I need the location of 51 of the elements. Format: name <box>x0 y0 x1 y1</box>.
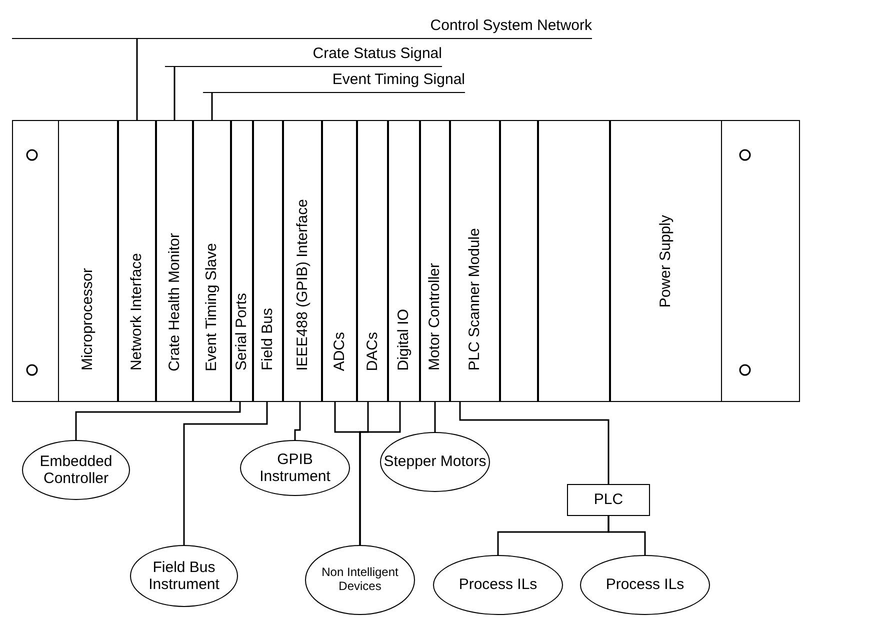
module-slot <box>58 121 118 401</box>
module-slot <box>192 121 230 401</box>
connector-line <box>294 402 301 440</box>
signal-name: Event Timing Signal <box>332 71 465 90</box>
module-label: Crate Health Monitor <box>166 232 182 371</box>
module-label: Field Bus <box>260 308 275 371</box>
signal-name: Crate Status Signal <box>312 45 442 64</box>
device-label: Process ILs <box>458 576 538 594</box>
device-label: Stepper Motors <box>384 453 486 471</box>
device-label: PLC <box>594 491 624 509</box>
module-slot <box>230 121 252 401</box>
connector-line <box>183 402 268 545</box>
connector-line <box>434 402 436 432</box>
module-label: ADCs <box>332 332 346 371</box>
module-slot <box>538 121 610 401</box>
connector-line <box>136 38 138 120</box>
module-label: Microprocessor <box>80 268 95 371</box>
device-label: Process ILs <box>606 576 684 594</box>
module-slot <box>388 121 420 401</box>
crate-frame <box>12 120 800 402</box>
module-label: Event Timing Slave <box>204 242 219 371</box>
module-slot <box>500 121 538 401</box>
module-label: Network Interface <box>129 253 144 371</box>
connector-line <box>211 92 213 120</box>
device-label: GPIB Instrument <box>258 450 332 486</box>
module-label: Digital IO <box>396 309 411 371</box>
connector-line <box>359 402 401 545</box>
device-box <box>567 484 650 516</box>
device-label: Non Intelligent Devices <box>320 566 400 594</box>
module-slot <box>610 121 722 401</box>
module-slot <box>450 121 500 401</box>
signal-name: Control System Network <box>430 17 592 36</box>
module-label: IEEE488 (GPIB) Interface <box>294 199 310 371</box>
module-slot <box>282 121 322 401</box>
device-label: Embedded Controller <box>38 452 114 488</box>
module-label: PLC Scanner Module <box>467 228 482 371</box>
module-slot <box>156 121 192 401</box>
module-label: Motor Controller <box>427 263 442 371</box>
device-label: Field Bus Instrument <box>148 558 220 594</box>
module-label: DACs <box>364 332 380 371</box>
module-label: Serial Ports <box>234 293 249 371</box>
module-label: Power Supply <box>658 214 673 308</box>
module-slot <box>322 121 356 401</box>
module-slot <box>420 121 450 401</box>
module-slot <box>252 121 282 401</box>
module-slot <box>356 121 388 401</box>
connector-line <box>459 402 610 484</box>
module-slot <box>118 121 156 401</box>
connector-line <box>608 516 646 555</box>
connector-line <box>75 402 241 440</box>
connector-line <box>174 66 176 120</box>
